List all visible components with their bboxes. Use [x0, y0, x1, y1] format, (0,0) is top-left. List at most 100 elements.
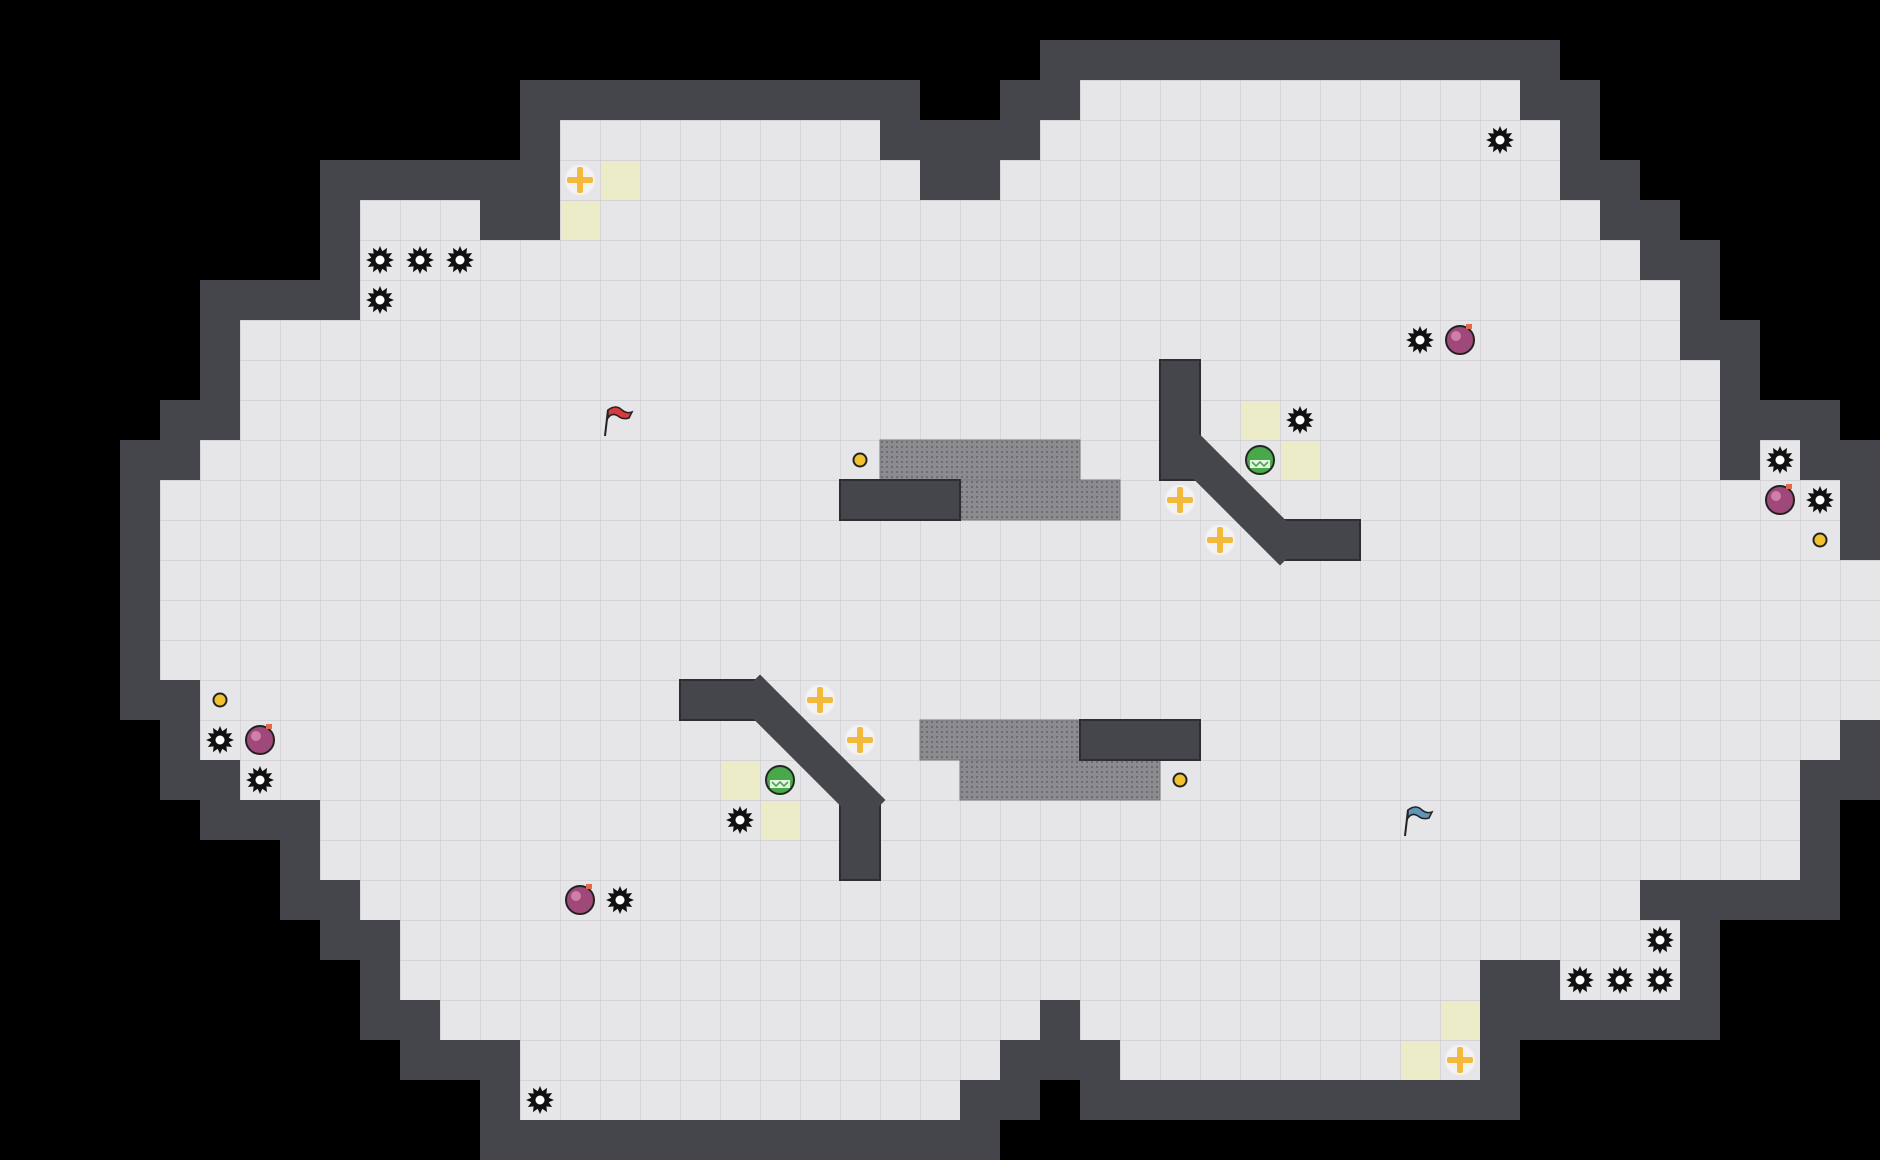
floor-strip — [160, 600, 1880, 640]
red-flag-icon — [604, 406, 634, 437]
spike-icon — [1646, 966, 1674, 994]
spike-icon — [1646, 926, 1674, 954]
wall-tile — [480, 1040, 520, 1080]
floor-strip — [360, 880, 1640, 920]
coin-dot-icon — [212, 692, 228, 708]
wall-tile — [120, 480, 160, 520]
wall-tile — [1280, 40, 1320, 80]
yellow-pad-tile — [1401, 1041, 1439, 1079]
wall-tile — [880, 120, 920, 160]
wall-tile — [1520, 40, 1560, 80]
wall-tile — [160, 440, 200, 480]
wall-tile — [440, 1040, 480, 1080]
spike-icon — [1406, 326, 1434, 354]
spike-icon — [1566, 966, 1594, 994]
wall-tile — [720, 80, 760, 120]
wall-tile — [1720, 320, 1760, 360]
wall-tile — [160, 680, 200, 720]
wall-tile — [1680, 880, 1720, 920]
wall-tile — [1480, 1080, 1520, 1120]
floor-strip — [520, 1040, 1000, 1080]
wall-tile — [280, 880, 320, 920]
diagonal-wall — [734, 674, 886, 826]
wall-tile — [960, 120, 1000, 160]
floor-strip — [160, 640, 1880, 680]
outer-wall — [120, 40, 1880, 1160]
wall-tile — [1040, 1000, 1080, 1040]
bomb-icon — [245, 724, 275, 755]
grate-floor — [879, 439, 1081, 481]
wall-tile — [800, 80, 840, 120]
boost-icon — [1165, 485, 1195, 515]
wall-tile — [200, 800, 240, 840]
wall-tile — [320, 160, 360, 200]
wall-tile — [800, 1120, 840, 1160]
wall-tile — [1040, 40, 1080, 80]
spike-icon — [526, 1086, 554, 1114]
wall-tile — [1400, 40, 1440, 80]
wall-tile — [1360, 1080, 1400, 1120]
wall-tile — [1680, 320, 1720, 360]
floor-strip — [1040, 120, 1560, 160]
floor-strip — [200, 680, 1880, 720]
wall-tile — [1360, 40, 1400, 80]
yellow-pad-tile — [721, 761, 759, 799]
wall-tile — [520, 120, 560, 160]
wall-tile — [1000, 1080, 1040, 1120]
wall-tile — [200, 360, 240, 400]
wall-tile — [560, 80, 600, 120]
grate-floor — [959, 759, 1161, 801]
wall-tile — [280, 280, 320, 320]
wall-tile — [1520, 1000, 1560, 1040]
wall-tile — [960, 160, 1000, 200]
wall-tile — [1240, 40, 1280, 80]
wall-tile — [1560, 120, 1600, 160]
wall-tile — [680, 1120, 720, 1160]
wall-tile — [120, 680, 160, 720]
spike-icon — [406, 246, 434, 274]
wall-tile — [1120, 1080, 1160, 1120]
wall-tile — [320, 240, 360, 280]
spike-icon — [1606, 966, 1634, 994]
floor-strip — [360, 280, 1680, 320]
wall-tile — [1320, 40, 1360, 80]
wall-tile — [360, 160, 400, 200]
floor-strip — [360, 200, 480, 240]
wall-tile — [760, 1120, 800, 1160]
wall-tile — [400, 160, 440, 200]
wall-tile — [1640, 880, 1680, 920]
yellow-pad-tile — [1281, 441, 1319, 479]
wall-tile — [680, 80, 720, 120]
wall-tile — [1640, 1000, 1680, 1040]
wall-tile — [1560, 1000, 1600, 1040]
wall-tile — [720, 1120, 760, 1160]
wall-tile — [1800, 440, 1840, 480]
boost-icon — [1445, 1045, 1475, 1075]
wall-tile — [920, 1120, 960, 1160]
wall-tile — [1640, 200, 1680, 240]
wall-tile — [1480, 1000, 1520, 1040]
wall-tile — [1400, 1080, 1440, 1120]
spike-icon — [1766, 446, 1794, 474]
wall-tile — [160, 760, 200, 800]
coin-dot-icon — [852, 452, 868, 468]
wall-tile — [480, 160, 520, 200]
floor-strip — [160, 560, 1880, 600]
wall-tile — [1640, 240, 1680, 280]
wall-tile — [1480, 1040, 1520, 1080]
interior-wall — [839, 479, 961, 521]
wall-tile — [1000, 80, 1040, 120]
grate-floor — [919, 719, 1081, 761]
floor-strip — [240, 320, 1680, 360]
floor-strip — [160, 520, 1840, 560]
wall-tile — [1600, 200, 1640, 240]
floor-strip — [240, 360, 1720, 400]
yellow-pad-tile — [761, 801, 799, 839]
wall-tile — [1440, 1080, 1480, 1120]
wall-tile — [480, 1120, 520, 1160]
wall-tile — [320, 880, 360, 920]
wall-tile — [520, 80, 560, 120]
wall-tile — [920, 160, 960, 200]
bomb-icon — [1445, 324, 1475, 355]
wall-tile — [1840, 440, 1880, 480]
